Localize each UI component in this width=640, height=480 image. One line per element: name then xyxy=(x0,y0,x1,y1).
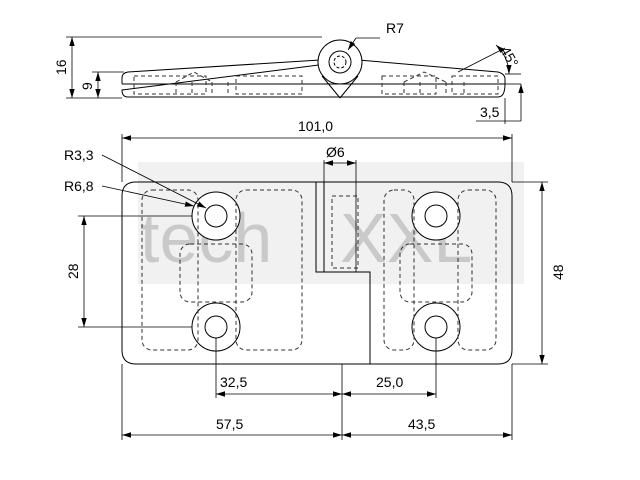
top-view-outline xyxy=(121,59,506,98)
label-boss-radius: R6,8 xyxy=(64,178,94,194)
label-left-leaf-width: 57,5 xyxy=(216,416,243,432)
front-view xyxy=(121,181,513,365)
label-bevel-offset: 3,5 xyxy=(480,104,500,120)
right-leaf-outline xyxy=(316,181,513,365)
label-height-9: 9 xyxy=(79,82,95,90)
knuckle-slot xyxy=(315,182,371,364)
knuckle-notch-left xyxy=(321,75,341,99)
left-leaf-outline xyxy=(121,181,370,365)
knuckle-outer xyxy=(317,39,363,85)
leader-boss-radius xyxy=(101,185,195,207)
dim-arc-45 xyxy=(495,44,512,75)
pin-inner xyxy=(333,55,347,69)
mounting-hole-top-right xyxy=(411,191,461,241)
label-hole-spacing-vertical: 28 xyxy=(65,263,81,279)
label-hole-radius: R3,3 xyxy=(64,147,94,163)
mounting-hole-top-left xyxy=(191,191,241,241)
label-hole-to-axis-left: 32,5 xyxy=(220,374,247,390)
label-height-16: 16 xyxy=(53,59,69,75)
top-view xyxy=(121,39,506,99)
knuckle-notch-right xyxy=(339,75,359,99)
label-pin-diameter: Ø6 xyxy=(326,144,345,160)
top-view-dimensions xyxy=(66,36,524,124)
label-right-leaf-width: 43,5 xyxy=(408,416,435,432)
front-view-dimensions xyxy=(78,134,548,440)
label-hole-to-axis-right: 25,0 xyxy=(376,374,403,390)
label-bevel-angle: 45° xyxy=(497,44,521,70)
label-overall-height: 48 xyxy=(550,264,566,280)
label-overall-length: 101,0 xyxy=(298,118,333,134)
leader-hole-radius xyxy=(101,154,207,209)
top-view-hidden-lines xyxy=(133,71,499,96)
label-knuckle-radius: R7 xyxy=(386,20,404,36)
pin-circle xyxy=(328,50,352,74)
